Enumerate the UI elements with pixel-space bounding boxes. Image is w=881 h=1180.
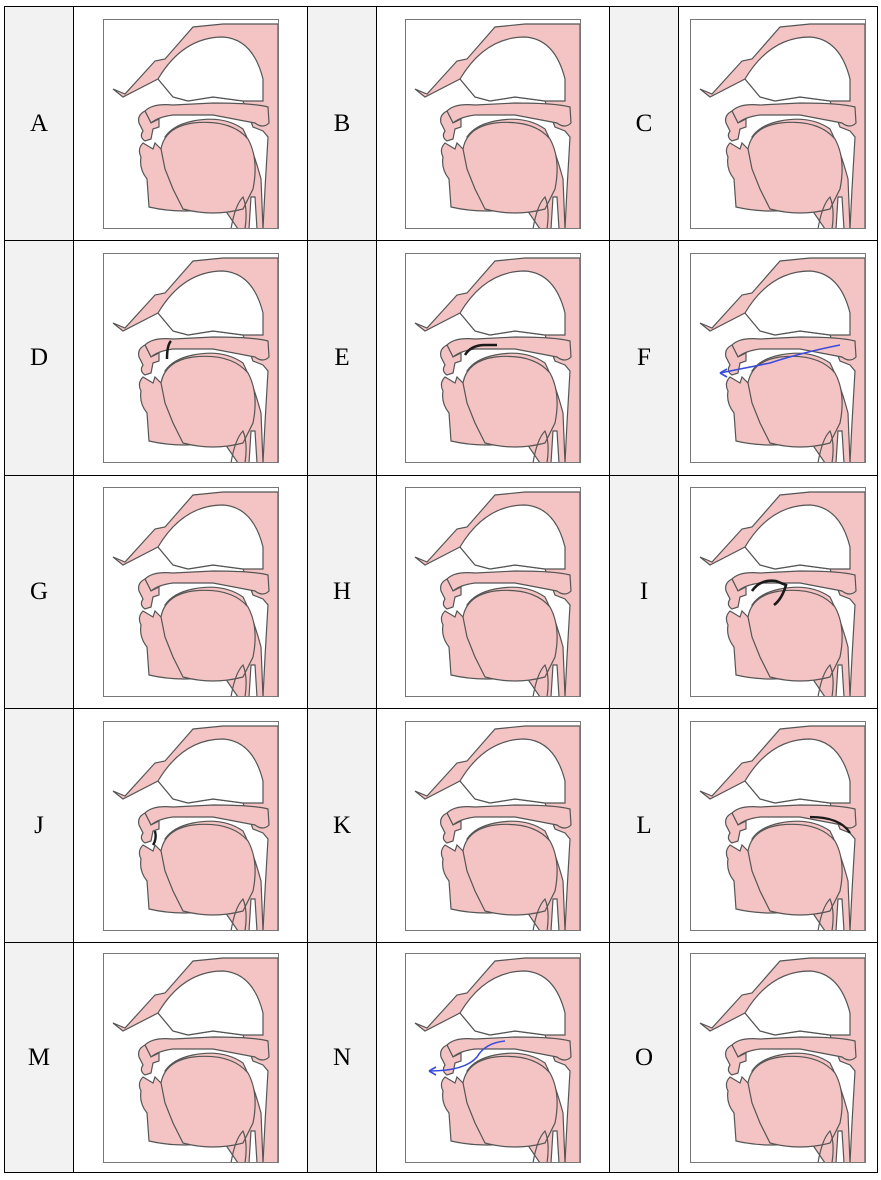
diagram-k [377,709,610,943]
diagram-g [74,476,308,709]
vocal-tract-diagram [405,953,581,1163]
vocal-tract-diagram [690,721,866,931]
cell-label-i: I [610,476,679,709]
cell-label-f: F [610,241,679,476]
cell-label-e: E [308,241,377,476]
vocal-tract-diagram [103,487,279,697]
cell-label-o: O [610,943,679,1172]
diagram-j [74,709,308,943]
diagram-n [377,943,610,1172]
cell-label-c: C [610,7,679,241]
vocal-tract-diagram [405,253,581,463]
diagram-h [377,476,610,709]
vocal-tract-diagram [690,487,866,697]
diagram-e [377,241,610,476]
cell-label-n: N [308,943,377,1172]
diagram-i [679,476,877,709]
vocal-tract-diagram [690,953,866,1163]
diagram-f [679,241,877,476]
diagram-o [679,943,877,1172]
vocal-tract-diagram [405,721,581,931]
diagram-l [679,709,877,943]
cell-label-g: G [5,476,74,709]
articulation-table: A B C D E F G H I [4,6,878,1173]
cell-label-k: K [308,709,377,943]
vocal-tract-diagram [103,253,279,463]
vocal-tract-diagram [405,19,581,229]
vocal-tract-diagram [690,19,866,229]
diagram-a [74,7,308,241]
diagram-b [377,7,610,241]
cell-label-m: M [5,943,74,1172]
diagram-c [679,7,877,241]
cell-label-h: H [308,476,377,709]
cell-label-a: A [5,7,74,241]
cell-label-d: D [5,241,74,476]
vocal-tract-diagram [103,721,279,931]
vocal-tract-diagram [103,19,279,229]
cell-label-b: B [308,7,377,241]
cell-label-l: L [610,709,679,943]
vocal-tract-diagram [405,487,581,697]
diagram-d [74,241,308,476]
vocal-tract-diagram [103,953,279,1163]
constriction-mark [153,831,156,845]
cell-label-j: J [5,709,74,943]
vocal-tract-diagram [690,253,866,463]
diagram-m [74,943,308,1172]
